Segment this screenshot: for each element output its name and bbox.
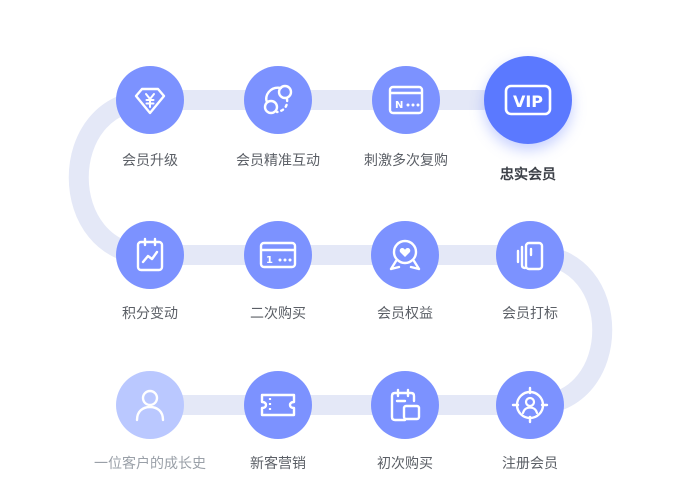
- heart-badge-icon: [371, 221, 439, 289]
- step-label: 初次购买: [377, 455, 433, 471]
- user-target-icon: [496, 371, 564, 439]
- step-label: 忠实会员: [500, 166, 556, 182]
- step-label: 会员精准互动: [236, 152, 320, 168]
- person-icon: [116, 371, 184, 439]
- step-label: 会员升级: [122, 152, 178, 168]
- step-label: 一位客户的成长史: [94, 455, 206, 471]
- tag-cards-icon: [496, 221, 564, 289]
- card-one-icon: 1: [244, 221, 312, 289]
- diamond-yen-icon: [116, 66, 184, 134]
- step-label: 二次购买: [250, 305, 306, 321]
- ticket-icon: [244, 371, 312, 439]
- svg-text:VIP: VIP: [513, 92, 543, 111]
- calendar-ticket-icon: [371, 371, 439, 439]
- step-label: 新客营销: [250, 455, 306, 471]
- step-label: 注册会员: [502, 455, 558, 471]
- svg-text:N: N: [395, 100, 403, 111]
- step-label: 积分变动: [122, 305, 178, 321]
- svg-text:1: 1: [266, 255, 273, 266]
- clipboard-chart-icon: [116, 221, 184, 289]
- step-label: 会员权益: [377, 305, 433, 321]
- browser-window-n-icon: N: [372, 66, 440, 134]
- link-circles-icon: [244, 66, 312, 134]
- step-label: 刺激多次复购: [364, 152, 448, 168]
- vip-badge-icon: VIP: [484, 56, 572, 144]
- step-label: 会员打标: [502, 305, 558, 321]
